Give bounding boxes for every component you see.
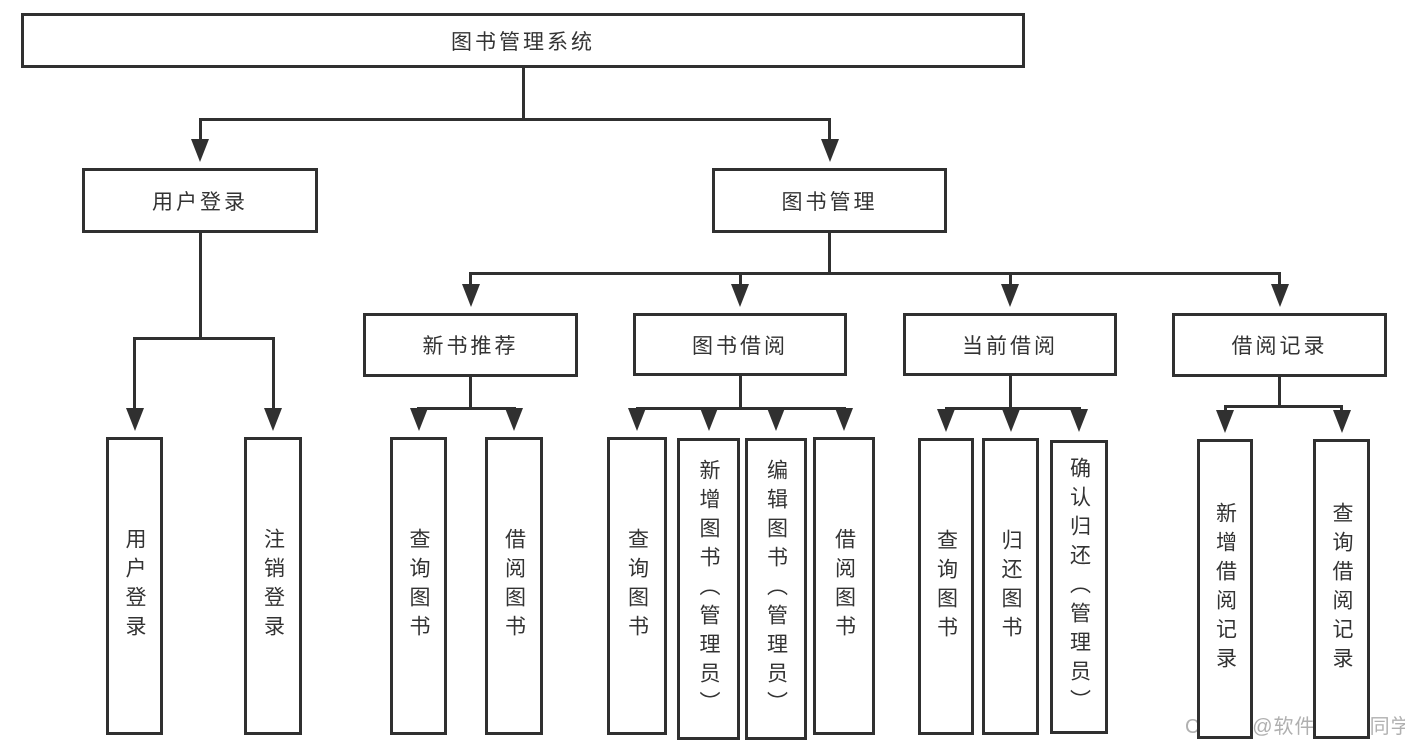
edge-line [1008, 272, 1012, 289]
leaf-logout: 注销登录 [244, 437, 302, 735]
arrow-down-icon [731, 284, 749, 307]
edge-line [469, 272, 1281, 275]
leaf-confirm-return-admin: 确认归还（管理员） [1050, 440, 1108, 734]
arrow-down-icon [767, 408, 785, 431]
leaf-query-books-recommend: 查询图书 [390, 437, 447, 735]
arrow-down-icon [264, 408, 282, 431]
edge-line [828, 118, 831, 144]
node-root-system: 图书管理系统 [21, 13, 1025, 68]
edge-line [944, 407, 1081, 410]
leaf-return-books: 归还图书 [982, 438, 1039, 735]
edge-line [198, 118, 831, 121]
leaf-user-login: 用户登录 [106, 437, 163, 735]
node-user-login: 用户登录 [82, 168, 318, 233]
edge-line [738, 272, 742, 289]
leaf-add-borrow-record: 新增借阅记录 [1197, 439, 1253, 739]
leaf-borrow-books-borrowing: 借阅图书 [813, 437, 875, 735]
edge-line [198, 233, 202, 340]
edge-line [1008, 376, 1012, 410]
arrow-down-icon [1070, 409, 1088, 432]
edge-line [1278, 272, 1281, 289]
leaf-query-books-current: 查询图书 [918, 438, 974, 735]
edge-line [828, 233, 831, 275]
leaf-add-book-admin: 新增图书（管理员） [677, 438, 740, 740]
arrow-down-icon [1332, 410, 1351, 433]
node-book-borrowing: 图书借阅 [633, 313, 847, 376]
arrow-down-icon [628, 408, 646, 431]
leaf-edit-book-admin: 编辑图书（管理员） [745, 438, 807, 740]
edge-line [133, 337, 136, 413]
leaf-query-borrow-record: 查询借阅记录 [1313, 439, 1370, 739]
arrow-down-icon [461, 284, 480, 307]
arrow-down-icon [1270, 284, 1289, 307]
edge-line [417, 407, 516, 410]
edge-line [133, 337, 275, 340]
arrow-down-icon [835, 408, 853, 431]
edge-line [469, 272, 472, 289]
edge-line [1223, 405, 1343, 408]
arrow-down-icon [505, 408, 523, 431]
edge-line [1278, 377, 1281, 408]
arrow-down-icon [191, 139, 209, 162]
arrow-down-icon [699, 408, 718, 431]
edge-line [635, 407, 846, 410]
edge-line [271, 337, 275, 413]
node-current-borrowing: 当前借阅 [903, 313, 1117, 376]
arrow-down-icon [937, 409, 955, 432]
node-new-book-recommendation: 新书推荐 [363, 313, 578, 377]
edge-line [198, 118, 202, 144]
arrow-down-icon [125, 408, 144, 431]
edge-line [521, 68, 525, 121]
arrow-down-icon [820, 139, 839, 162]
edge-line [738, 376, 742, 410]
node-borrowing-records: 借阅记录 [1172, 313, 1387, 377]
arrow-down-icon [1001, 284, 1019, 307]
arrow-down-icon [1216, 410, 1234, 433]
arrow-down-icon [1001, 409, 1020, 432]
leaf-borrow-books-recommend: 借阅图书 [485, 437, 543, 735]
edge-line [469, 377, 472, 410]
leaf-query-books-borrowing: 查询图书 [607, 437, 667, 735]
node-book-management: 图书管理 [712, 168, 947, 233]
arrow-down-icon [409, 408, 428, 431]
